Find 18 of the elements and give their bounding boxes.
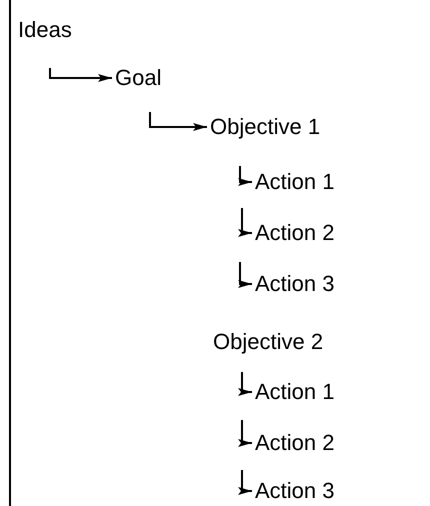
node-label: Action 2 [255, 430, 334, 456]
node-label: Action 2 [255, 220, 334, 246]
node-label: Ideas [18, 17, 72, 43]
node-label: Action 1 [255, 169, 334, 195]
elbow-arrow [238, 470, 252, 495]
elbow-arrow [238, 262, 252, 288]
node-label: Action 3 [255, 478, 334, 504]
elbow-arrow [238, 372, 252, 396]
node-label: Action 1 [255, 379, 334, 405]
elbow-arrow [149, 112, 207, 131]
node-label: Action 3 [255, 271, 334, 297]
node-label: Objective 2 [213, 329, 324, 355]
elbow-arrow [49, 68, 112, 82]
elbow-arrow [238, 420, 252, 447]
elbow-arrow [238, 166, 252, 186]
node-label: Objective 1 [210, 114, 320, 140]
elbow-arrow [238, 208, 252, 237]
node-label: Goal [115, 65, 162, 91]
